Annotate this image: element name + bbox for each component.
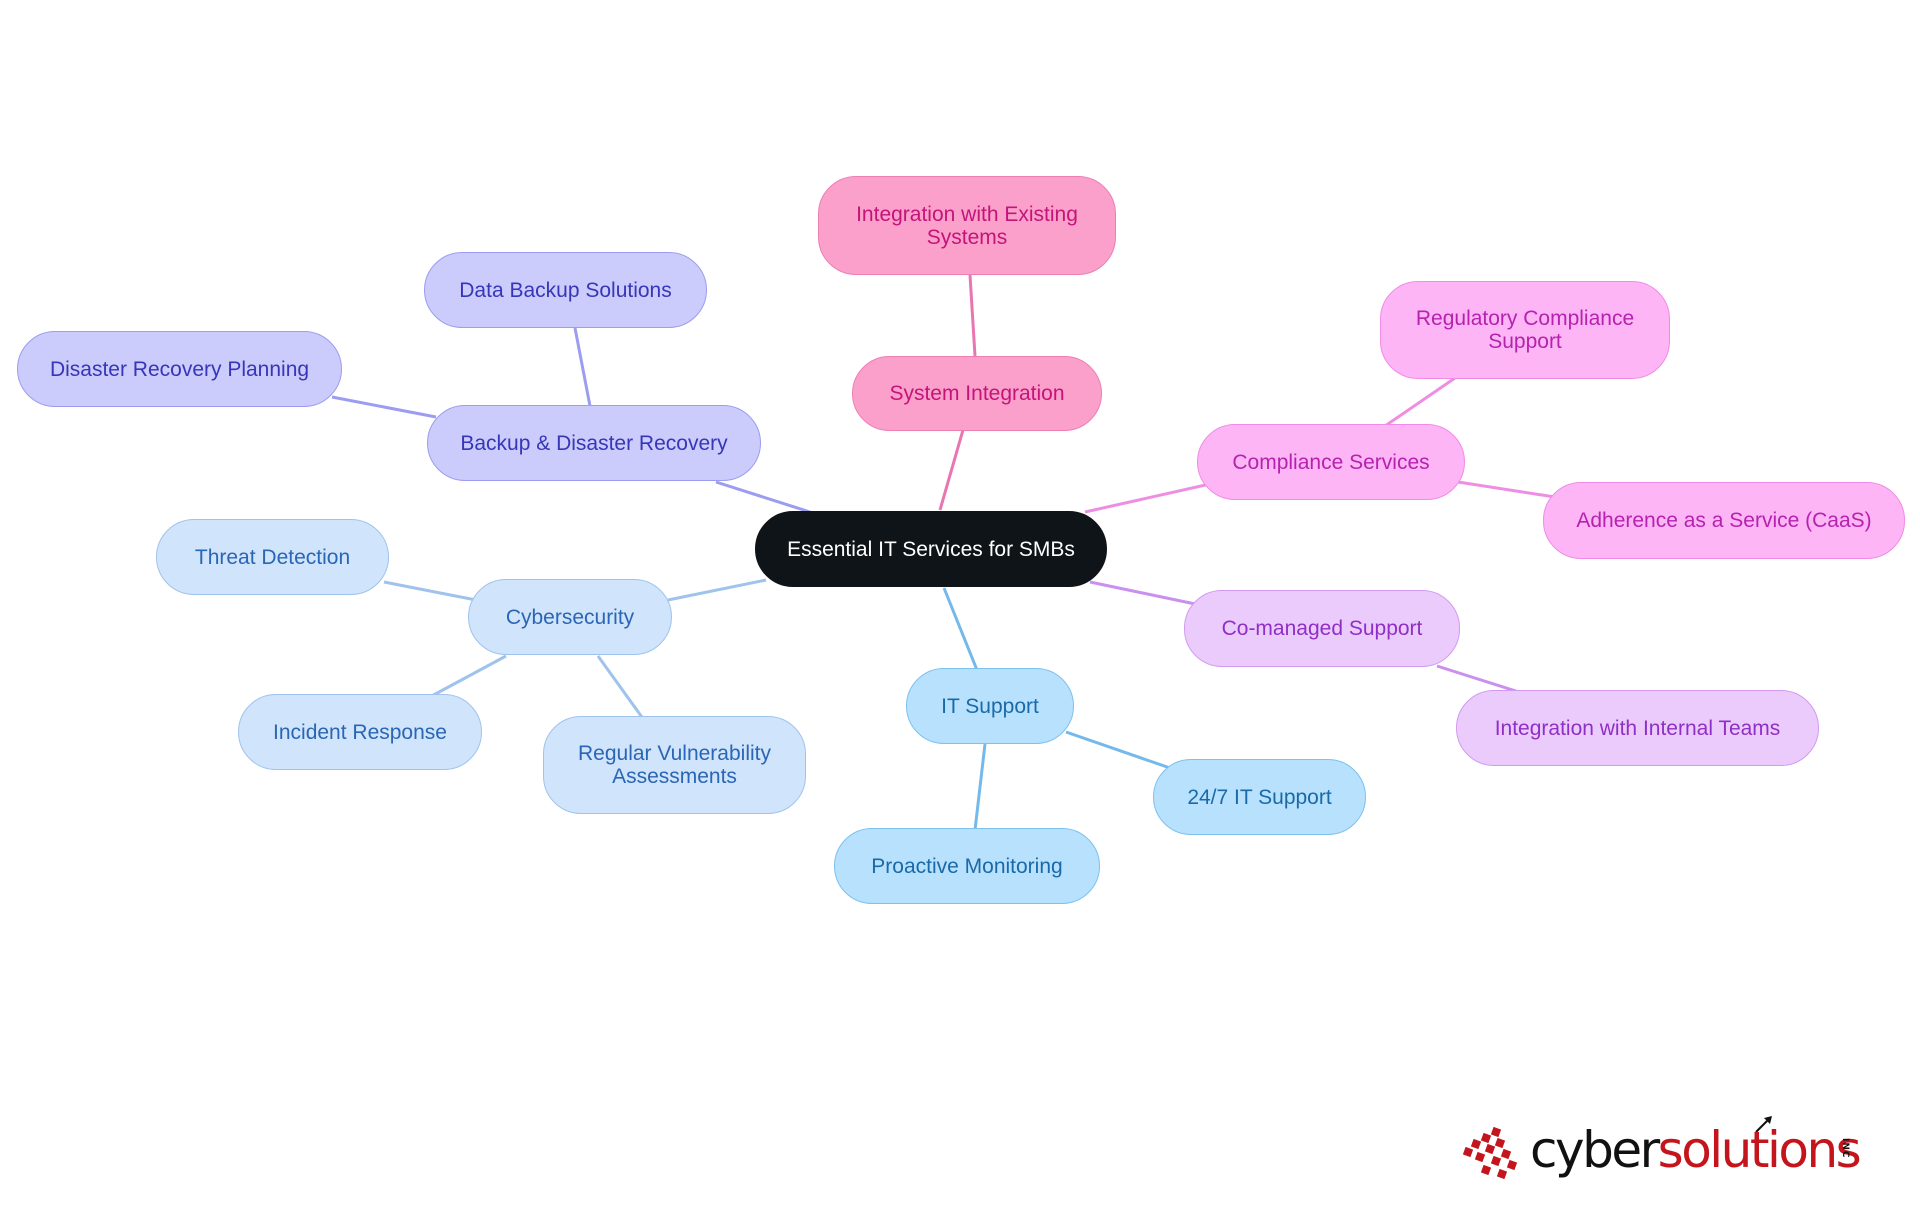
branch-label: Compliance Services <box>1232 450 1430 474</box>
branch-backup-disaster-recovery[interactable]: Backup & Disaster Recovery <box>427 405 761 481</box>
branch-cybersecurity[interactable]: Cybersecurity <box>468 579 672 655</box>
root-label: Essential IT Services for SMBs <box>787 537 1075 561</box>
edge-cyber-threat <box>383 580 477 602</box>
leaf-label: Data Backup Solutions <box>459 278 672 302</box>
edge-root-system-integration <box>938 429 965 511</box>
leaf-label: 24/7 IT Support <box>1187 785 1332 809</box>
branch-comanaged-support[interactable]: Co-managed Support <box>1184 590 1460 667</box>
edge-itsupport-247 <box>1065 730 1171 770</box>
leaf-regulatory-compliance-support[interactable]: Regulatory Compliance Support <box>1380 281 1670 379</box>
edge-root-comanaged <box>1089 580 1201 607</box>
edge-cyber-incident <box>427 654 507 700</box>
leaf-disaster-recovery-planning[interactable]: Disaster Recovery Planning <box>17 331 342 407</box>
cybersolutions-logo: cybersolutions INC <box>1462 1116 1882 1190</box>
branch-label: IT Support <box>941 694 1039 718</box>
branch-compliance-services[interactable]: Compliance Services <box>1197 424 1465 500</box>
leaf-label: Proactive Monitoring <box>871 854 1063 878</box>
leaf-adherence-as-a-service[interactable]: Adherence as a Service (CaaS) <box>1543 482 1905 559</box>
edge-sysint-existing <box>968 274 977 357</box>
branch-system-integration[interactable]: System Integration <box>852 356 1102 431</box>
leaf-integration-existing-systems[interactable]: Integration with Existing Systems <box>818 176 1116 275</box>
leaf-label: Regulatory Compliance Support <box>1415 307 1635 353</box>
branch-label: System Integration <box>889 382 1065 405</box>
edge-cyber-vuln <box>596 655 646 721</box>
leaf-regular-vulnerability-assessments[interactable]: Regular Vulnerability Assessments <box>543 716 806 814</box>
root-node[interactable]: Essential IT Services for SMBs <box>755 511 1107 587</box>
edge-backup-databackup <box>573 327 592 407</box>
leaf-threat-detection[interactable]: Threat Detection <box>156 519 389 595</box>
edge-root-compliance <box>1084 482 1211 514</box>
pixel-cube-logo-icon <box>1462 1126 1518 1180</box>
leaf-label: Integration with Internal Teams <box>1494 716 1781 740</box>
arrow-accent-icon <box>1755 1116 1772 1133</box>
leaf-247-it-support[interactable]: 24/7 IT Support <box>1153 759 1366 835</box>
edge-itsupport-monitoring <box>973 743 987 831</box>
leaf-incident-response[interactable]: Incident Response <box>238 694 482 770</box>
edge-root-cybersecurity <box>667 578 767 602</box>
leaf-integration-internal-teams[interactable]: Integration with Internal Teams <box>1456 690 1819 766</box>
leaf-data-backup-solutions[interactable]: Data Backup Solutions <box>424 252 707 328</box>
leaf-label: Integration with Existing Systems <box>856 202 1078 249</box>
edge-comanaged-internal <box>1436 664 1526 696</box>
logo-text-dark: cyber <box>1530 1121 1660 1179</box>
leaf-label: Disaster Recovery Planning <box>49 357 310 381</box>
leaf-proactive-monitoring[interactable]: Proactive Monitoring <box>834 828 1100 904</box>
branch-label: Backup & Disaster Recovery <box>460 431 728 455</box>
branch-it-support[interactable]: IT Support <box>906 668 1074 744</box>
leaf-label: Incident Response <box>273 720 447 744</box>
leaf-label: Threat Detection <box>194 545 351 569</box>
leaf-label: Regular Vulnerability Assessments <box>578 742 771 788</box>
logo-suffix: INC <box>1840 1138 1850 1159</box>
logo-text-red: solutions <box>1657 1121 1862 1179</box>
logo-wordmark: cybersolutions <box>1530 1120 1862 1180</box>
branch-label: Cybersecurity <box>505 605 635 629</box>
edge-root-itsupport <box>942 587 979 671</box>
edge-compliance-caas <box>1457 480 1556 499</box>
edge-compliance-regulatory <box>1384 376 1456 428</box>
edge-root-backup <box>715 480 811 514</box>
branch-label: Co-managed Support <box>1221 617 1423 640</box>
leaf-label: Adherence as a Service (CaaS) <box>1576 509 1872 532</box>
edge-backup-drplanning <box>331 395 437 419</box>
